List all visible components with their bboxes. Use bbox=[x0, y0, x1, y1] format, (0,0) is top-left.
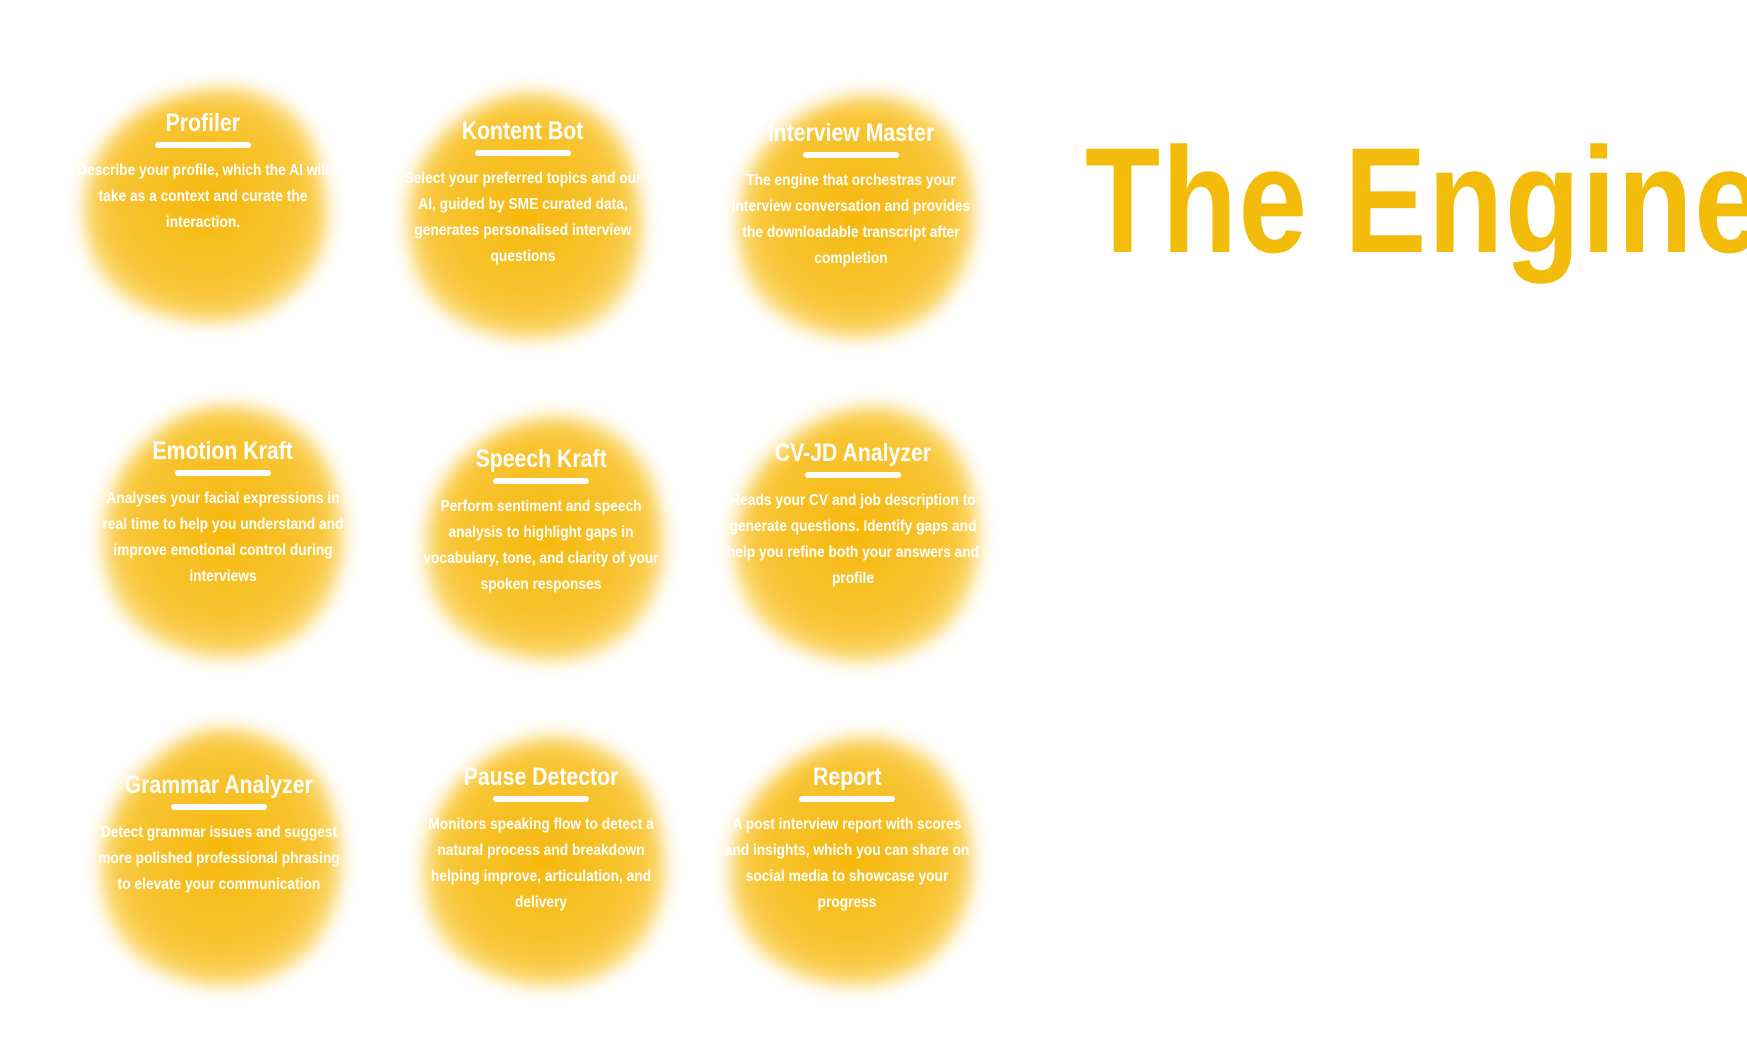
engine-description: Reads your CV and job description to gen… bbox=[726, 491, 980, 587]
title-underline bbox=[475, 149, 571, 156]
engine-description: Perform sentiment and speech analysis to… bbox=[423, 497, 659, 593]
engine-card-interview-master: Interview Master The engine that orchest… bbox=[686, 52, 1016, 382]
engine-description: The engine that orchestras your intervie… bbox=[731, 171, 971, 267]
title-underline bbox=[155, 141, 251, 148]
watercolor-blob bbox=[407, 93, 643, 339]
watercolor-blob bbox=[426, 417, 663, 660]
engine-description: A post interview report with scores and … bbox=[724, 815, 970, 911]
watercolor-blob bbox=[730, 737, 973, 986]
engine-card-pause-detector: Pause Detector Monitors speaking flow to… bbox=[376, 694, 706, 1024]
title-underline bbox=[805, 471, 901, 478]
engine-card-grammar-analyzer: Grammar Analyzer Detect grammar issues a… bbox=[54, 696, 384, 1026]
watercolor-blob bbox=[734, 407, 979, 661]
engine-description: Describe your profile, which the AI will… bbox=[77, 161, 329, 231]
title-underline bbox=[175, 469, 271, 476]
title-underline bbox=[803, 151, 899, 158]
engine-card-emotion-kraft: Emotion Kraft Analyses your facial expre… bbox=[58, 368, 388, 698]
engine-title: CV-JD Analyzer bbox=[774, 439, 932, 467]
engine-description: Select your preferred topics and our AI,… bbox=[404, 169, 642, 265]
watercolor-blob bbox=[101, 729, 341, 986]
watercolor-blob bbox=[738, 95, 974, 338]
engine-card-speech-kraft: Speech Kraft Perform sentiment and speec… bbox=[376, 372, 706, 702]
engine-title: Report bbox=[812, 763, 882, 791]
engine-title: Pause Detector bbox=[463, 763, 619, 791]
engine-title: Grammar Analyzer bbox=[124, 771, 314, 799]
engine-card-cv-jd-analyzer: CV-JD Analyzer Reads your CV and job des… bbox=[688, 370, 1018, 700]
engine-title: Kontent Bot bbox=[462, 117, 584, 145]
title-underline bbox=[493, 477, 589, 484]
engine-description: Detect grammar issues and suggest more p… bbox=[98, 823, 340, 893]
engine-title: Emotion Kraft bbox=[152, 437, 294, 465]
page-title: The Engines bbox=[1085, 116, 1747, 284]
engine-title: Interview Master bbox=[767, 119, 935, 147]
engine-title: Profiler bbox=[165, 109, 241, 137]
title-underline bbox=[799, 795, 895, 802]
watercolor-blob bbox=[103, 406, 343, 658]
engine-card-profiler: Profiler Describe your profile, which th… bbox=[38, 42, 368, 372]
title-underline bbox=[493, 795, 589, 802]
engine-title: Speech Kraft bbox=[475, 445, 607, 473]
engine-card-kontent-bot: Kontent Bot Select your preferred topics… bbox=[358, 52, 688, 382]
watercolor-blob bbox=[424, 737, 665, 986]
title-underline bbox=[171, 803, 267, 810]
watercolor-blob bbox=[84, 88, 327, 323]
engine-description: Analyses your facial expressions in real… bbox=[102, 489, 344, 585]
engine-description: Monitors speaking flow to detect a natur… bbox=[428, 815, 654, 911]
engine-card-report: Report A post interview report with scor… bbox=[682, 696, 1012, 1026]
